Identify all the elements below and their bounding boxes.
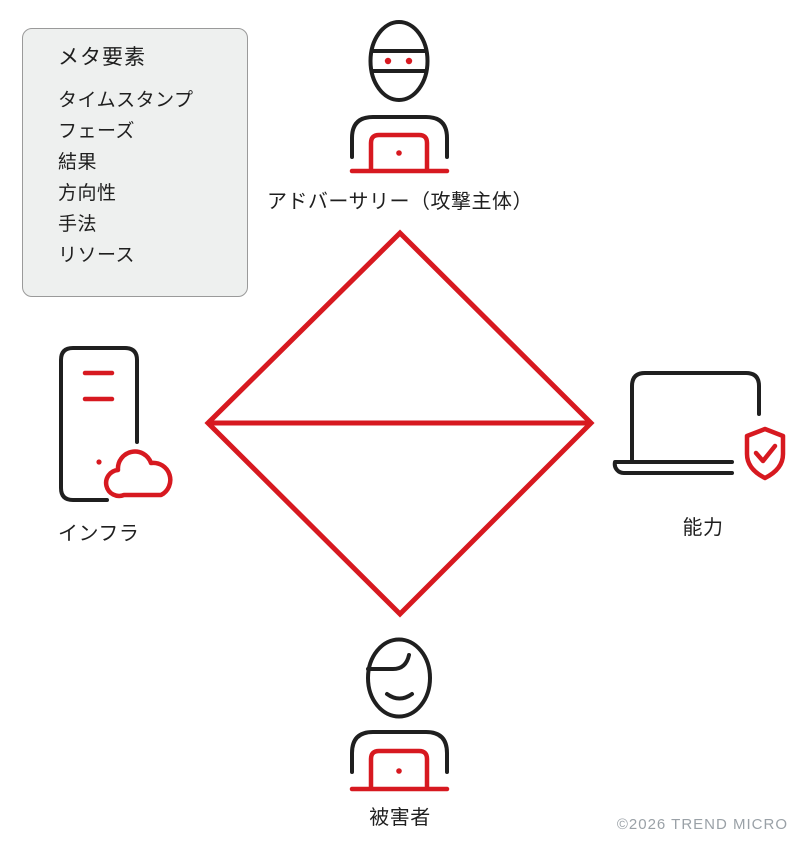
diamond-shape <box>204 229 595 618</box>
masked-attacker-laptop-icon <box>349 20 450 174</box>
meta-item-phase: フェーズ <box>58 121 136 142</box>
meta-elements-list: タイムスタンプ フェーズ 結果 方向性 手法 リソース <box>58 85 229 271</box>
meta-item-resources: リソース <box>58 245 136 266</box>
victim-label: 被害者 <box>369 807 431 829</box>
meta-item-methodology: 手法 <box>58 214 98 235</box>
meta-elements-panel: メタ要素 タイムスタンプ フェーズ 結果 方向性 手法 リソース <box>22 28 248 297</box>
copyright-text: ©2026 TREND MICRO <box>616 816 788 833</box>
infrastructure-label: インフラ <box>58 523 140 545</box>
meta-item-timestamp: タイムスタンプ <box>58 90 194 111</box>
meta-panel-title: メタ要素 <box>58 46 146 69</box>
meta-item-direction: 方向性 <box>58 183 117 204</box>
person-laptop-icon <box>349 637 450 792</box>
capability-label: 能力 <box>682 517 724 539</box>
meta-item-result: 結果 <box>58 152 98 173</box>
server-cloud-icon <box>59 346 173 502</box>
adversary-label: アドバーサリー（攻撃主体） <box>266 191 534 213</box>
laptop-shield-check-icon <box>612 371 786 481</box>
